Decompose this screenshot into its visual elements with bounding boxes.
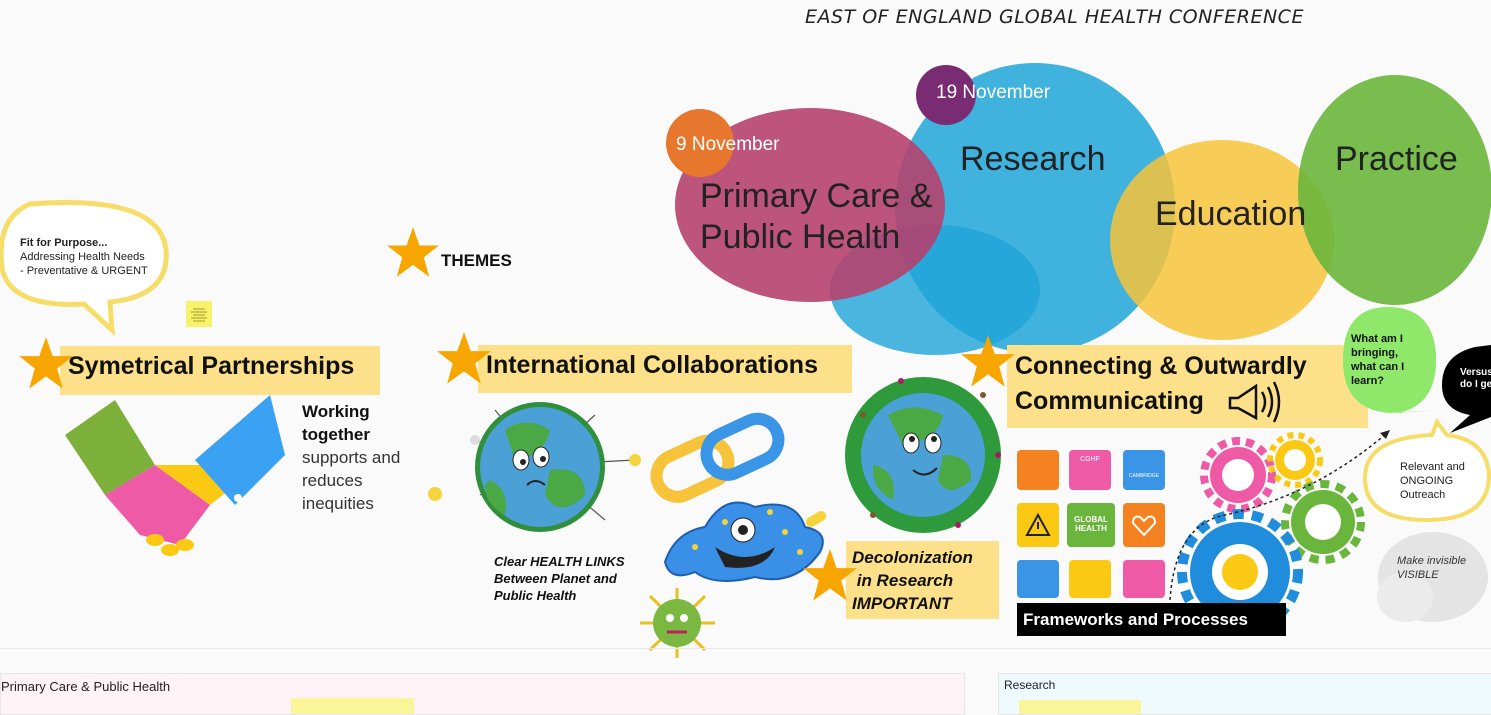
puzzle-warning-icon — [1017, 503, 1059, 547]
connecting-line1: Connecting & Outwardly — [1015, 352, 1307, 380]
primary-care-label-line1: Primary Care & — [700, 177, 933, 215]
puzzle-global-health: GLOBAL HEALTH — [1067, 503, 1115, 547]
primary-care-label-line2: Public Health — [700, 218, 901, 256]
collaborations-heading[interactable]: International Collaborations — [478, 345, 852, 393]
fit-line1: Fit for Purpose... — [20, 237, 108, 249]
puzzle-medical-icon — [1123, 560, 1165, 598]
gears-icon — [1177, 432, 1365, 635]
sad-earth-icon — [428, 402, 641, 532]
puzzle-megaphone-icon — [1017, 450, 1059, 490]
research-panel-label: Research — [1004, 678, 1056, 692]
puzzle-pills-icon — [1017, 560, 1059, 598]
research-panel-note[interactable] — [1019, 700, 1141, 714]
primary-care-blob — [675, 108, 945, 302]
research-panel[interactable]: Research — [998, 673, 1491, 715]
date-9-november-dot — [666, 109, 734, 177]
invisible-line2: VISIBLE — [1397, 569, 1439, 581]
themes-label: THEMES — [441, 251, 512, 270]
health-links-caption[interactable]: Clear HEALTH LINKS Between Planet and Pu… — [494, 553, 625, 604]
what-line3: what can I — [1351, 361, 1405, 373]
germ-icon — [640, 588, 715, 658]
partnerships-line5: inequities — [302, 494, 374, 513]
virus-monster-icon — [663, 501, 827, 582]
practice-label[interactable]: Practice — [1335, 140, 1458, 178]
education-blob — [1110, 140, 1334, 340]
primary-care-panel-label: Primary Care & Public Health — [1, 679, 171, 694]
fit-line2: Addressing Health Needs — [20, 251, 145, 263]
partnerships-line3: supports and — [302, 448, 401, 467]
handshake-icon — [65, 395, 285, 556]
versus-bubble — [1442, 345, 1491, 433]
partnerships-star-icon — [19, 337, 73, 389]
puzzle-cambridge: CAMBRIDGE — [1123, 450, 1165, 490]
date-19-november-dot — [916, 65, 976, 125]
primary-care-panel-note[interactable] — [291, 698, 414, 714]
relevant-text[interactable]: Relevant and ONGOING Outreach — [1400, 460, 1465, 502]
dotted-arrow-icon — [1169, 430, 1390, 601]
decolonization-note[interactable]: Decolonization in Research IMPORTANT — [846, 541, 999, 619]
sticky-note-small[interactable] — [186, 301, 212, 327]
fit-for-purpose-bubble — [0, 199, 169, 337]
versus-text[interactable]: Versus do I ge — [1460, 367, 1491, 391]
research-label[interactable]: Research — [960, 140, 1106, 178]
puzzle-grid: CGHF CAMBRIDGE GLOBAL HEALTH — [1015, 448, 1170, 598]
partnerships-line2: together — [302, 425, 370, 444]
primary-care-date: 9 November — [676, 134, 780, 155]
frameworks-label[interactable]: Frameworks and Processes — [1017, 603, 1286, 636]
relevant-line3: Outreach — [1400, 489, 1446, 501]
what-line4: learn? — [1351, 375, 1385, 387]
decolonization-line1: Decolonization — [852, 548, 973, 567]
what-am-i-text[interactable]: What am I bringing, what can I learn? — [1351, 332, 1404, 388]
education-label[interactable]: Education — [1155, 195, 1307, 233]
partnerships-heading[interactable]: Symetrical Partnerships — [60, 346, 380, 395]
collaborations-star-icon — [437, 332, 491, 384]
relevant-bubble — [1362, 417, 1491, 523]
lines-icon — [191, 308, 207, 322]
what-line2: bringing, — [1351, 347, 1399, 359]
puzzle-cghf: CGHF — [1069, 450, 1111, 490]
invisible-text[interactable]: Make invisible VISIBLE — [1397, 554, 1466, 582]
invisible-cloud — [1377, 532, 1488, 622]
health-links-line2: Between Planet and — [494, 571, 617, 586]
conference-title: EAST OF ENGLAND GLOBAL HEALTH CONFERENCE — [805, 6, 1304, 28]
what-am-i-bubble — [1343, 307, 1438, 413]
megaphone-icon — [1228, 381, 1281, 423]
relevant-line2: ONGOING — [1400, 475, 1454, 487]
versus-line1: Versus — [1460, 367, 1491, 378]
partnerships-line1: Working — [302, 402, 370, 421]
section-divider — [0, 648, 1491, 649]
fit-for-purpose-text[interactable]: Fit for Purpose... Addressing Health Nee… — [20, 236, 148, 278]
decolonization-star-icon — [803, 549, 857, 601]
connecting-line2: Communicating — [1015, 387, 1204, 415]
health-links-line1: Clear HEALTH LINKS — [494, 554, 625, 569]
primary-care-label[interactable]: Primary Care & Public Health — [700, 176, 932, 258]
decolonization-line2: in Research — [852, 571, 954, 590]
decolonization-line3: IMPORTANT — [852, 594, 952, 613]
puzzle-board-icon — [1069, 560, 1111, 598]
themes-star-icon — [387, 227, 439, 277]
puzzle-heart-icon — [1123, 503, 1165, 547]
chain-link-icon — [650, 412, 785, 503]
connecting-heading[interactable]: Connecting & Outwardly Communicating — [1007, 345, 1368, 428]
happy-earth-icon — [845, 377, 1001, 533]
health-links-line3: Public Health — [494, 588, 577, 603]
primary-care-panel[interactable]: Primary Care & Public Health — [0, 673, 965, 715]
what-line1: What am I — [1351, 333, 1403, 345]
relevant-line1: Relevant and — [1400, 461, 1465, 473]
partnerships-text[interactable]: Working together supports and reduces in… — [302, 400, 400, 515]
fit-line3: - Preventative & URGENT — [20, 265, 148, 277]
invisible-line1: Make invisible — [1397, 555, 1467, 567]
partnerships-line4: reduces — [302, 471, 363, 490]
practice-blob — [1298, 75, 1491, 305]
versus-line2: do I ge — [1460, 379, 1491, 390]
connecting-star-icon — [961, 335, 1015, 387]
research-date: 19 November — [936, 82, 1051, 103]
